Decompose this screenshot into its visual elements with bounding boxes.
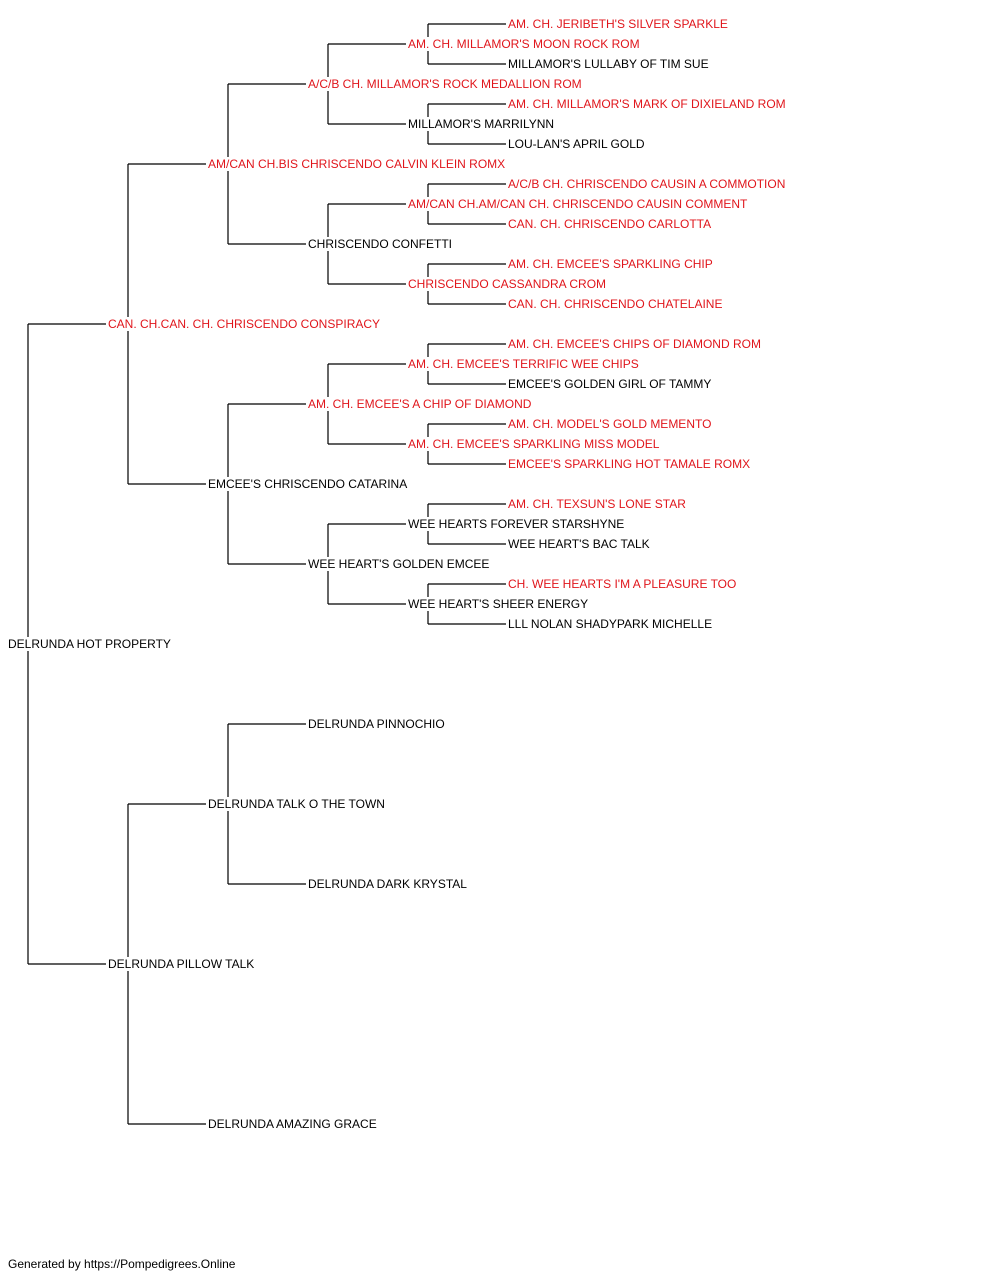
dam-emcee-s-sparkling-hot-tamale-romx: EMCEE'S SPARKLING HOT TAMALE ROMX — [508, 457, 752, 471]
dam-am-ch-emcee-s-sparkling-miss-model: AM. CH. EMCEE'S SPARKLING MISS MODEL — [408, 437, 661, 451]
dam-lll-nolan-shadypark-michelle: LLL NOLAN SHADYPARK MICHELLE — [508, 617, 714, 631]
sire-can-ch-can-ch-chriscendo-conspiracy: CAN. CH.CAN. CH. CHRISCENDO CONSPIRACY — [108, 317, 382, 331]
dam-millamor-s-marrilynn: MILLAMOR'S MARRILYNN — [408, 117, 556, 131]
dam-wee-heart-s-golden-emcee: WEE HEART'S GOLDEN EMCEE — [308, 557, 491, 571]
sire-a-c-b-ch-chriscendo-causin-a-commotion: A/C/B CH. CHRISCENDO CAUSIN A COMMOTION — [508, 177, 787, 191]
sire-am-ch-emcee-s-a-chip-of-diamond: AM. CH. EMCEE'S A CHIP OF DIAMOND — [308, 397, 533, 411]
dam-emcee-s-chriscendo-catarina: EMCEE'S CHRISCENDO CATARINA — [208, 477, 409, 491]
dam-chriscendo-confetti: CHRISCENDO CONFETTI — [308, 237, 453, 251]
dam-emcee-s-golden-girl-of-tammy: EMCEE'S GOLDEN GIRL OF TAMMY — [508, 377, 713, 391]
sire-am-ch-emcee-s-chips-of-diamond-rom: AM. CH. EMCEE'S CHIPS OF DIAMOND ROM — [508, 337, 762, 351]
sire-am-ch-jeribeth-s-silver-sparkle: AM. CH. JERIBETH'S SILVER SPARKLE — [508, 17, 729, 31]
dam-millamor-s-lullaby-of-tim-sue: MILLAMOR'S LULLABY OF TIM SUE — [508, 57, 710, 71]
dam-can-ch-chriscendo-chatelaine: CAN. CH. CHRISCENDO CHATELAINE — [508, 297, 724, 311]
dam-chriscendo-cassandra-crom: CHRISCENDO CASSANDRA CROM — [408, 277, 608, 291]
sire-am-can-ch-am-can-ch-chriscendo-causin-comment: AM/CAN CH.AM/CAN CH. CHRISCENDO CAUSIN C… — [408, 197, 749, 211]
subject-delrunda-hot-property: DELRUNDA HOT PROPERTY — [8, 637, 172, 651]
sire-delrunda-pinnochio: DELRUNDA PINNOCHIO — [308, 717, 446, 731]
dam-wee-heart-s-sheer-energy: WEE HEART'S SHEER ENERGY — [408, 597, 590, 611]
dam-delrunda-amazing-grace: DELRUNDA AMAZING GRACE — [208, 1117, 378, 1131]
sire-am-ch-emcee-s-terrific-wee-chips: AM. CH. EMCEE'S TERRIFIC WEE CHIPS — [408, 357, 640, 371]
dam-delrunda-pillow-talk: DELRUNDA PILLOW TALK — [108, 957, 256, 971]
dam-can-ch-chriscendo-carlotta: CAN. CH. CHRISCENDO CARLOTTA — [508, 217, 713, 231]
sire-ch-wee-hearts-i-m-a-pleasure-too: CH. WEE HEARTS I'M A PLEASURE TOO — [508, 577, 738, 591]
sire-wee-hearts-forever-starshyne: WEE HEARTS FOREVER STARSHYNE — [408, 517, 626, 531]
sire-am-ch-millamor-s-moon-rock-rom: AM. CH. MILLAMOR'S MOON ROCK ROM — [408, 37, 641, 51]
sire-a-c-b-ch-millamor-s-rock-medallion-rom: A/C/B CH. MILLAMOR'S ROCK MEDALLION ROM — [308, 77, 583, 91]
dam-delrunda-dark-krystal: DELRUNDA DARK KRYSTAL — [308, 877, 468, 891]
sire-am-ch-emcee-s-sparkling-chip: AM. CH. EMCEE'S SPARKLING CHIP — [508, 257, 714, 271]
dam-lou-lan-s-april-gold: LOU-LAN'S APRIL GOLD — [508, 137, 646, 151]
sire-am-ch-model-s-gold-memento: AM. CH. MODEL'S GOLD MEMENTO — [508, 417, 713, 431]
sire-am-ch-millamor-s-mark-of-dixieland-rom: AM. CH. MILLAMOR'S MARK OF DIXIELAND ROM — [508, 97, 787, 111]
sire-am-can-ch-bis-chriscendo-calvin-klein-romx: AM/CAN CH.BIS CHRISCENDO CALVIN KLEIN RO… — [208, 157, 507, 171]
dam-wee-heart-s-bac-talk: WEE HEART'S BAC TALK — [508, 537, 651, 551]
generated-by-footer: Generated by https://Pompedigrees.Online — [8, 1257, 236, 1271]
sire-delrunda-talk-o-the-town: DELRUNDA TALK O THE TOWN — [208, 797, 386, 811]
sire-am-ch-texsun-s-lone-star: AM. CH. TEXSUN'S LONE STAR — [508, 497, 687, 511]
